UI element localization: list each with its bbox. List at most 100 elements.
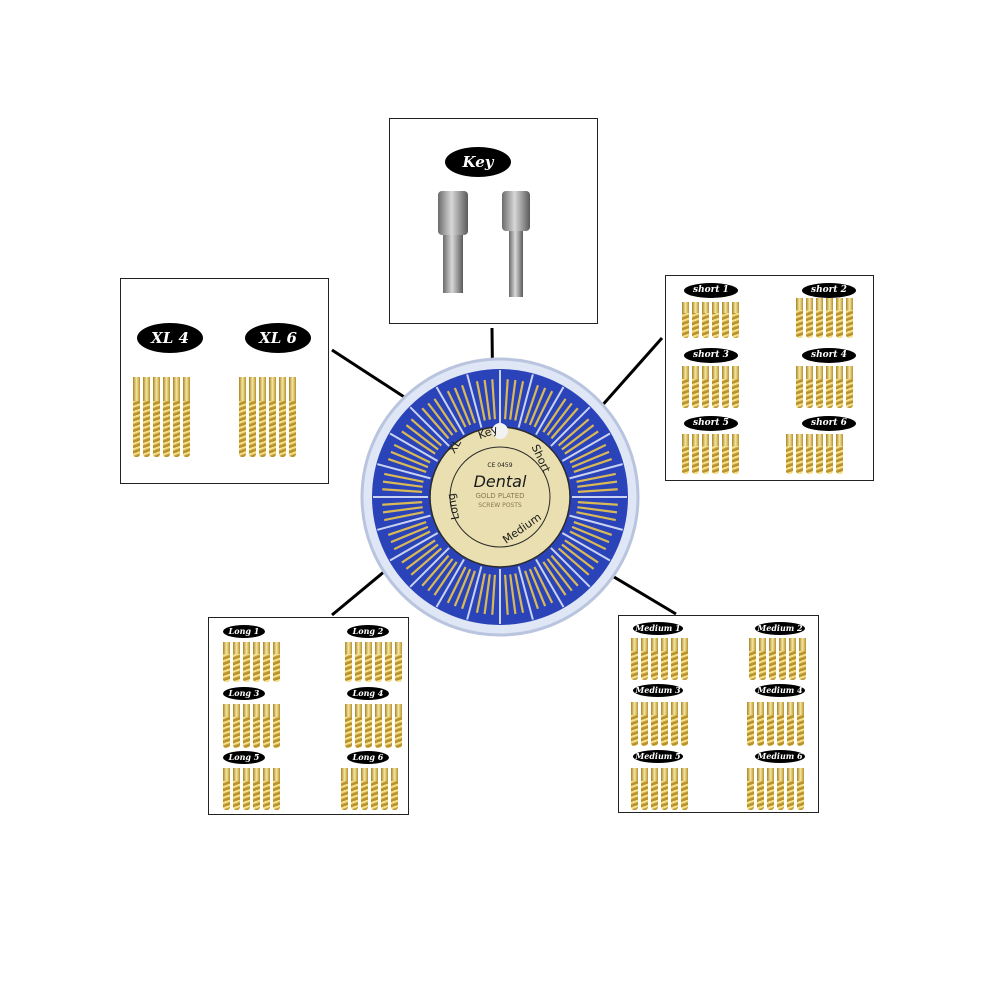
short-3-screws [682,366,739,408]
disc-screw-post [542,561,567,596]
long-6-screws [341,768,398,810]
screw-post-disc [360,357,640,637]
disc-screw-post [504,379,509,420]
key-panel: Key [389,118,598,324]
short-6-screws [786,434,843,474]
disc-screw-post [405,424,439,451]
long-5-screws [223,768,280,810]
disc-screw-post [491,574,496,615]
xl-6-screws [239,377,296,457]
medium-4-screws [747,702,804,746]
disc-screw-post [546,402,573,436]
disc-divider [561,432,611,462]
disc-divider [569,463,623,480]
long-panel: Long 1 Long 2 Long 3 Long 4 Long 5 Long … [208,617,409,815]
medium-6-label: Medium 6 [755,750,805,763]
disc-screw-post [453,568,472,607]
disc-screw-post [569,443,607,464]
xl-6-label: XL 6 [245,323,311,353]
disc-screw-post [446,390,467,428]
disc-screw-post [509,574,517,615]
disc-screw-post [401,430,436,455]
disc-screw-post [561,543,595,570]
long-2-screws [345,642,402,682]
long-5-label: Long 5 [223,751,265,764]
disc-screw-post [401,539,436,564]
disc-screw-post [433,398,458,433]
xl-panel: XL 4 XL 6 [120,278,329,484]
disc-screw-post [387,458,427,473]
disc-divider [466,566,483,620]
medium-1-screws [631,638,688,680]
disc-screw-post [382,501,423,506]
disc-screw-post [410,547,443,576]
disc-screw-post [533,390,554,428]
short-1-screws [682,302,739,338]
disc-screw-post [382,506,423,514]
disc-screw-post [475,381,486,421]
short-5-screws [682,434,739,474]
disc-screw-post [557,418,590,447]
long-1-screws [223,642,280,682]
disc-screw-post [569,530,607,551]
disc-screw-post [427,558,454,592]
disc-screw-post [573,458,613,473]
medium-6-screws [747,768,804,810]
short-5-label: short 5 [684,416,738,431]
disc-screw-post [571,525,610,544]
key-label: Key [445,147,511,177]
disc-divider [377,514,431,531]
disc-screw-post [433,561,458,596]
short-3-label: short 3 [684,348,738,363]
disc-screw-post [564,430,599,455]
disc-divider [435,558,465,608]
disc-screw-post [410,418,443,447]
disc-screw-post [421,407,450,440]
disc-divider [535,558,565,608]
disc-divider [535,386,565,436]
disc-screw-post [550,554,579,587]
short-2-label: short 2 [802,283,856,298]
disc-brand: Dental [473,472,527,491]
long-3-label: Long 3 [223,687,265,700]
disc-divider [377,463,431,480]
disc-divider [389,532,439,562]
disc-screw-post [390,450,429,469]
medium-4-label: Medium 4 [755,684,805,697]
disc-screw-post [393,530,431,551]
disc-screw-post [393,443,431,464]
disc-screw-post [564,539,599,564]
key-tools-image [438,191,530,297]
disc-divider [389,432,439,462]
long-2-label: Long 2 [347,625,389,638]
disc-screw-post [421,554,450,587]
disc-screw-post [576,511,616,522]
disc-screw-post [524,570,539,610]
short-2-screws [796,298,853,338]
disc-divider [517,374,534,428]
disc-screw-post [514,381,525,421]
disc-screw-post [384,511,424,522]
disc-divider [517,566,534,620]
disc-screw-post [405,543,439,570]
short-panel: short 1 short 2 short 3 short 4 short 5 … [665,275,874,481]
disc-line-1: GOLD PLATED [475,492,525,500]
medium-5-label: Medium 5 [633,750,683,763]
disc-screw-post [446,566,467,604]
short-4-screws [796,366,853,408]
disc-screw-post [524,384,539,424]
disc-screw-post [546,558,573,592]
disc-divider [435,386,465,436]
disc-screw-post [557,547,590,576]
disc-screw-post [384,472,424,483]
short-1-label: short 1 [684,283,738,298]
disc-screw-post [550,407,579,440]
disc-screw-post [528,568,547,607]
disc-divider [569,514,623,531]
disc-screw-post [509,379,517,420]
xl-4-label: XL 4 [137,323,203,353]
disc-screw-post [483,379,491,420]
medium-panel: Medium 1 Medium 2 Medium 3 Medium 4 Medi… [618,615,819,813]
disc-divider [561,532,611,562]
disc-screw-post [577,506,618,514]
